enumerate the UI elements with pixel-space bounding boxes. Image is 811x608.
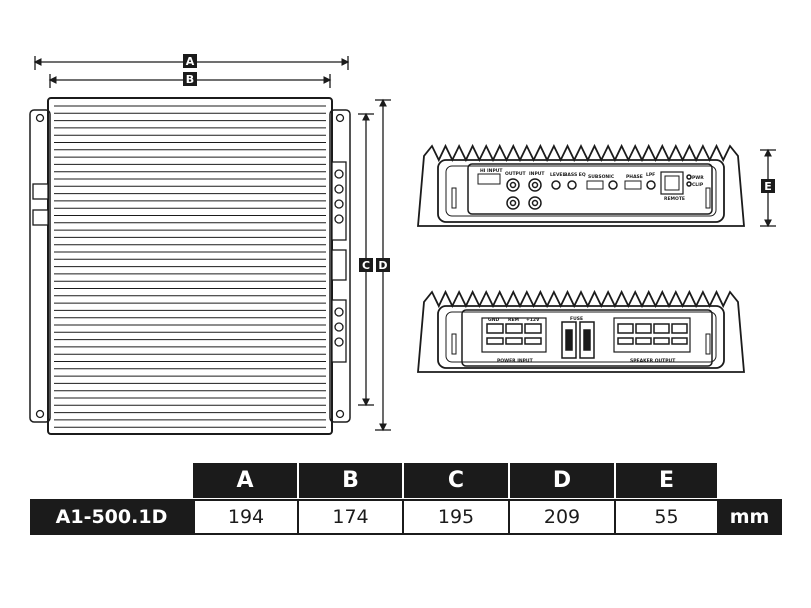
svg-text:SUBSONIC: SUBSONIC [588,174,615,180]
value-c: 195 [402,499,510,535]
dimension-label-a: A [183,54,197,68]
svg-text:LPF: LPF [646,172,655,178]
svg-text:BASS EQ: BASS EQ [564,172,586,178]
svg-text:OUTPUT: OUTPUT [505,171,527,177]
value-b: 174 [297,499,404,535]
svg-text:GND: GND [488,317,499,323]
dimension-label-b: B [183,72,197,86]
unit-label: mm [717,499,782,535]
front-panel-labels: HI INPUT OUTPUT INPUT LEVEL BASS EQ SUBS… [480,168,704,202]
svg-text:D: D [378,259,387,272]
header-e: E [616,463,717,498]
header-b: B [299,463,402,498]
value-a: 194 [193,499,299,535]
dimension-label-e: E [761,179,775,193]
value-d: 209 [508,499,616,535]
svg-text:LEVEL: LEVEL [550,172,565,178]
svg-text:REMOTE: REMOTE [664,196,685,202]
svg-text:+12V: +12V [526,317,540,323]
top-view [29,56,391,435]
svg-text:PHASE: PHASE [626,174,643,180]
svg-text:E: E [764,180,772,193]
svg-text:PWR: PWR [692,175,704,181]
rear-panel-labels: GND REM +12V POWER INPUT FUSE SPEAKER OU… [488,316,676,364]
front-panel-view [417,143,745,227]
svg-text:SPEAKER OUTPUT: SPEAKER OUTPUT [630,358,676,364]
svg-text:POWER INPUT: POWER INPUT [497,358,534,364]
svg-text:HI INPUT: HI INPUT [480,168,503,174]
header-c: C [404,463,508,498]
svg-text:C: C [362,259,370,272]
svg-text:A: A [186,55,195,68]
rear-panel-view [417,289,745,373]
svg-text:FUSE: FUSE [570,316,583,322]
svg-text:REM: REM [508,317,520,323]
model-name: A1-500.1D [30,499,193,535]
dimension-label-c: C [359,258,373,272]
svg-text:INPUT: INPUT [529,171,545,177]
value-e: 55 [614,499,719,535]
heatsink-fins [54,105,326,428]
header-d: D [510,463,614,498]
svg-text:B: B [186,73,194,86]
header-a: A [193,463,297,498]
svg-text:CLIP: CLIP [692,182,704,188]
dimension-label-d: D [376,258,390,272]
